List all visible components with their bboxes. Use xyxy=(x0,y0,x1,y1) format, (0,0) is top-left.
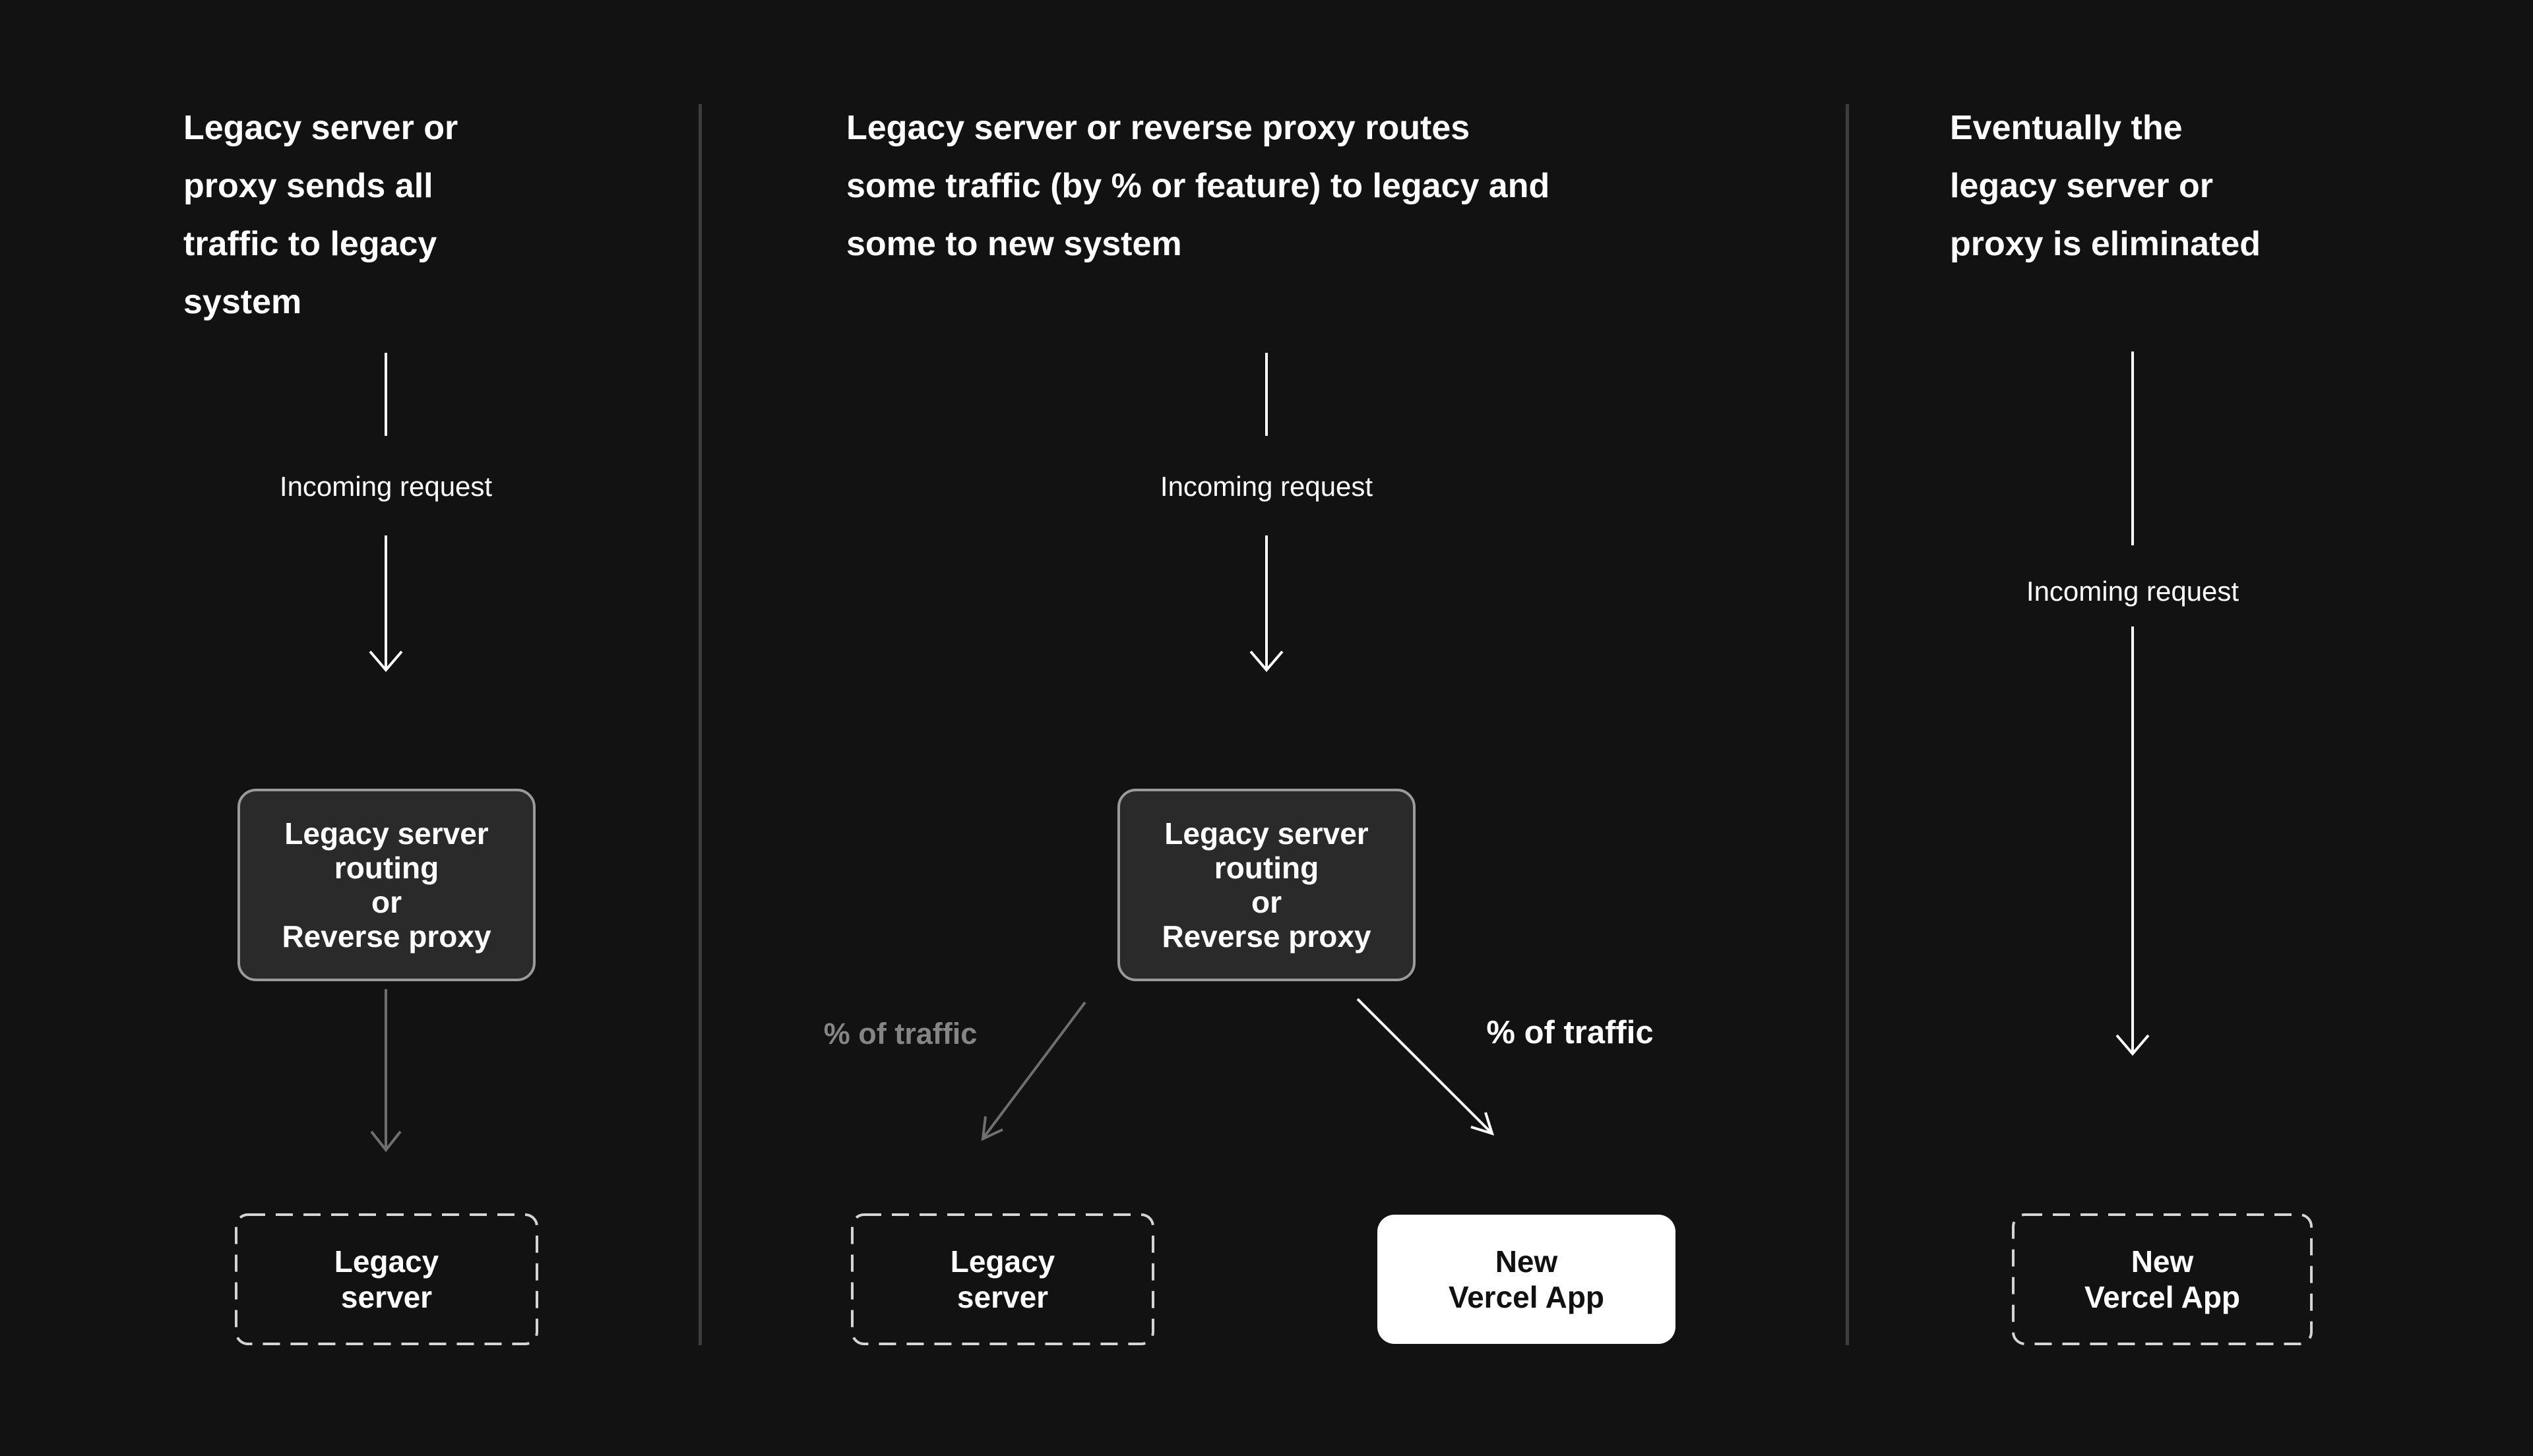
stage-2-traffic-arrow-legacy-head xyxy=(981,1116,1003,1141)
stage-1-router-box-line: Reverse proxy xyxy=(282,919,491,954)
stage-2-incoming-request-label: Incoming request xyxy=(1160,471,1373,502)
stage-3-vercel-app-box: New Vercel App xyxy=(2013,1215,2311,1344)
stage-2-traffic-arrow-vercel-head xyxy=(1470,1112,1495,1136)
stage-3-title: Eventually the legacy server or proxy is… xyxy=(1950,99,2491,273)
stage-3-request-arrowhead xyxy=(2115,1034,2150,1056)
stage-2-legacy-server-box-line: server xyxy=(956,1280,1049,1314)
stage-3-title-line: Eventually the xyxy=(1950,109,2183,147)
stage-1-router-box: Legacy server routing or Reverse proxy xyxy=(237,789,536,981)
stage-1-legacy-server-box: Legacy server xyxy=(236,1215,537,1344)
stage-2-router-box-line: Legacy server xyxy=(1164,816,1369,851)
white-arrow-group xyxy=(369,351,2150,1136)
stage-2-title-line: some traffic (by % or feature) to legacy… xyxy=(846,167,1550,205)
stage-1-incoming-request-label: Incoming request xyxy=(279,471,493,502)
stage-2-title: Legacy server or reverse proxy routes so… xyxy=(846,99,1730,273)
stage-3-title-line: proxy is eliminated xyxy=(1950,225,2261,263)
dashed-box-group xyxy=(235,1213,2313,1345)
stage-2-traffic-vercel-label: % of traffic xyxy=(1486,1015,1654,1050)
stage-1-title-line: Legacy server or xyxy=(183,109,458,147)
column-separator-1 xyxy=(699,104,702,1345)
stage-1-router-box-line: or xyxy=(371,885,402,919)
stage-2-legacy-server-box-line: Legacy xyxy=(950,1244,1055,1279)
stage-3-incoming-request-label: Incoming request xyxy=(2026,576,2239,607)
stage-1-title: Legacy server or proxy sends all traffic… xyxy=(183,99,619,331)
stage-2-title-line: Legacy server or reverse proxy routes xyxy=(846,109,1470,147)
stage-1-legacy-server-box-line: Legacy xyxy=(334,1244,439,1279)
stage-2-new-vercel-app-box-line: New xyxy=(1495,1244,1558,1279)
stage-1-request-arrowhead xyxy=(369,650,403,673)
stage-1-title-line: traffic to legacy xyxy=(183,225,437,263)
column-separator-2 xyxy=(1846,104,1849,1345)
stage-1-router-box-line: routing xyxy=(334,851,439,885)
stage-1-title-line: system xyxy=(183,283,302,321)
stage-2-traffic-legacy-label: % of traffic xyxy=(823,1017,978,1050)
stage-2-router-box: Legacy server routing or Reverse proxy xyxy=(1117,789,1416,981)
stage-3-vercel-app-box-line: New xyxy=(2131,1244,2194,1279)
stage-2-new-vercel-app-box: New Vercel App xyxy=(1377,1215,1675,1344)
stage-3-vercel-app-box-line: Vercel App xyxy=(2084,1280,2241,1314)
stage-2-request-arrowhead xyxy=(1249,650,1284,673)
stage-1-router-box-line: Legacy server xyxy=(284,816,489,851)
stage-1-title-line: proxy sends all xyxy=(183,167,433,205)
stage-2-new-vercel-app-box-line: Vercel App xyxy=(1448,1280,1605,1314)
stage-2-legacy-server-box: Legacy server xyxy=(852,1215,1153,1344)
stage-3-title-line: legacy server or xyxy=(1950,167,2213,205)
stage-1-to-legacy-arrowhead xyxy=(370,1130,402,1153)
gray-arrow-group xyxy=(370,989,1086,1153)
stage-2-router-box-line: Reverse proxy xyxy=(1162,919,1371,954)
stage-1-legacy-server-box-line: server xyxy=(340,1280,433,1314)
stage-2-router-box-line: or xyxy=(1251,885,1282,919)
stage-2-title-line: some to new system xyxy=(846,225,1182,263)
stage-2-router-box-line: routing xyxy=(1214,851,1319,885)
